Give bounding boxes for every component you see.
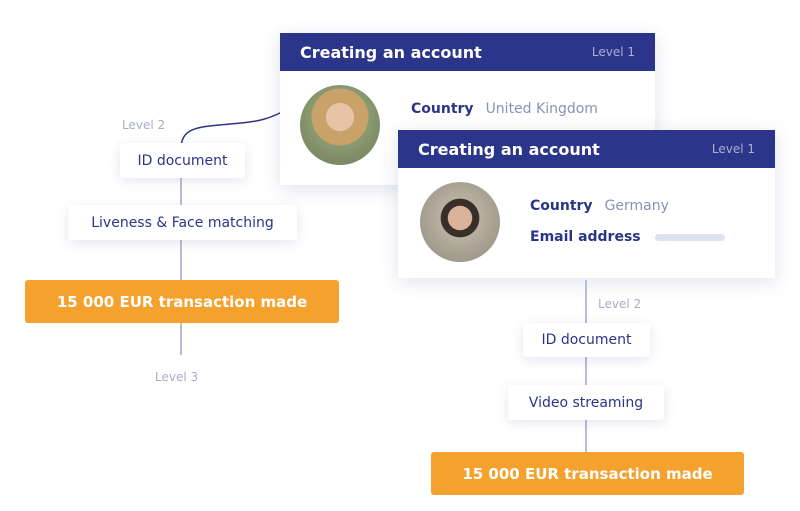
account-card-germany: Creating an account Level 1 Country German… <box>398 130 775 278</box>
account-card-uk: Creating an account Level 1 Country United… <box>280 33 655 185</box>
right-flow-line <box>585 280 587 452</box>
country-label: Country <box>411 101 474 117</box>
card-title: Creating an account <box>300 42 482 62</box>
left-transaction-trigger: 15 000 EUR transaction made <box>25 280 339 323</box>
email-placeholder-bar <box>654 233 725 241</box>
country-value: Germany <box>604 198 669 214</box>
card-level: Level 1 <box>711 142 755 156</box>
left-liveness-step: Liveness & Face matching <box>68 205 297 240</box>
card-title: Creating an account <box>418 139 600 159</box>
right-level-2: Level 2 <box>598 297 642 311</box>
avatar-man <box>420 182 500 262</box>
right-video-streaming-step: Video streaming <box>508 385 664 420</box>
right-id-document-step: ID document <box>523 323 650 357</box>
avatar-woman <box>300 85 380 165</box>
left-level-2: Level 2 <box>122 118 166 132</box>
country-value: United Kingdom <box>485 101 598 117</box>
left-level-3: Level 3 <box>155 370 199 384</box>
left-id-document-step: ID document <box>120 143 245 178</box>
card-level: Level 1 <box>591 45 635 59</box>
country-label: Country <box>530 198 593 214</box>
left-flow-line <box>180 175 182 355</box>
right-transaction-trigger: 15 000 EUR transaction made <box>431 452 744 495</box>
email-label: Email address <box>530 229 641 245</box>
